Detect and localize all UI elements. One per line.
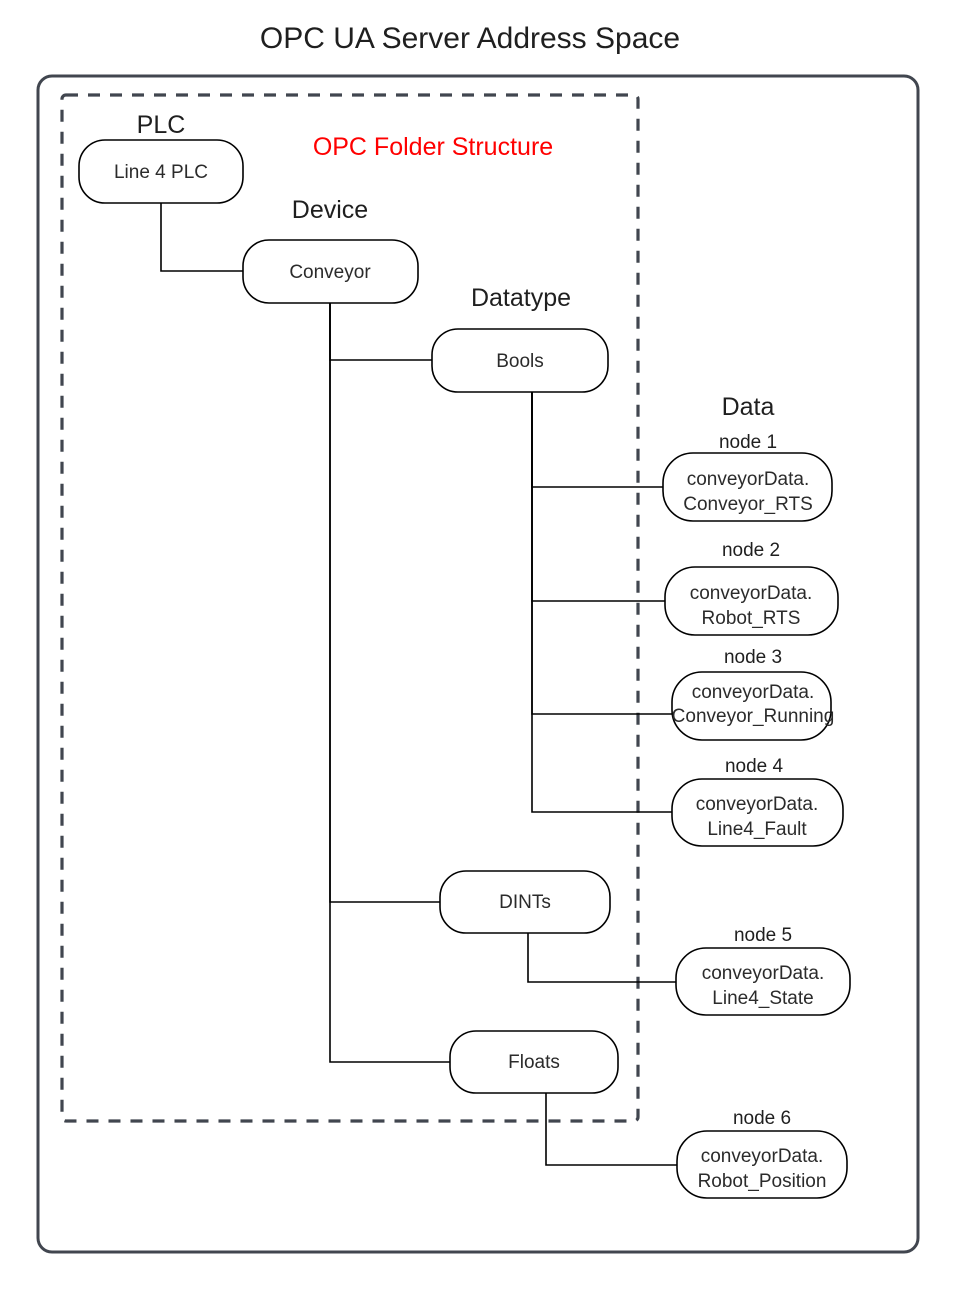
data-node-5-caption: node 5 xyxy=(734,925,792,946)
data-node-2-shape[interactable] xyxy=(664,566,839,636)
node-dints-label: DINTs xyxy=(499,892,551,913)
data-node-3[interactable]: node 3 conveyorData. Conveyor_Running xyxy=(671,647,835,741)
data-node-3-caption: node 3 xyxy=(724,647,782,668)
group-label-plc: PLC xyxy=(137,111,186,139)
data-node-1-line2: Conveyor_RTS xyxy=(683,494,813,515)
node-floats[interactable]: Floats xyxy=(449,1030,619,1094)
data-node-4-caption: node 4 xyxy=(725,756,784,777)
node-floats-label: Floats xyxy=(508,1052,560,1073)
node-line-4-plc-label: Line 4 PLC xyxy=(114,162,208,183)
data-node-1-caption: node 1 xyxy=(719,432,777,453)
data-node-5[interactable]: node 5 conveyorData. Line4_State xyxy=(675,925,851,1016)
data-node-6[interactable]: node 6 conveyorData. Robot_Position xyxy=(676,1108,848,1199)
data-node-4[interactable]: node 4 conveyorData. Line4_Fault xyxy=(671,756,844,847)
data-node-2[interactable]: node 2 conveyorData. Robot_RTS xyxy=(664,540,839,636)
data-node-5-line1: conveyorData. xyxy=(702,963,825,984)
data-node-1-line1: conveyorData. xyxy=(687,469,810,490)
node-dints-shape[interactable] xyxy=(439,870,611,934)
data-node-4-shape[interactable] xyxy=(671,778,844,847)
link-dints-to-node-5 xyxy=(527,933,676,983)
data-node-2-line2: Robot_RTS xyxy=(702,608,801,629)
node-bools-label: Bools xyxy=(496,351,544,372)
node-bools[interactable]: Bools xyxy=(431,328,609,393)
data-node-5-shape[interactable] xyxy=(675,947,851,1016)
node-conveyor-label: Conveyor xyxy=(289,262,371,283)
link-floats-to-node-6 xyxy=(545,1093,677,1166)
data-node-3-shape[interactable] xyxy=(671,671,832,741)
group-label-datatype: Datatype xyxy=(471,284,571,312)
opc-folder-structure-label: OPC Folder Structure xyxy=(313,133,553,161)
data-node-1-shape[interactable] xyxy=(662,452,833,522)
link-plc-to-conveyor xyxy=(160,203,243,272)
data-node-3-line2: Conveyor_Running xyxy=(672,706,835,727)
opc-folder-structure-boundary xyxy=(60,93,640,1123)
node-bools-shape[interactable] xyxy=(431,328,609,393)
link-bools-to-node-4 xyxy=(531,392,672,813)
data-node-6-shape[interactable] xyxy=(676,1130,848,1199)
data-node-1[interactable]: node 1 conveyorData. Conveyor_RTS xyxy=(662,432,833,522)
node-conveyor-shape[interactable] xyxy=(242,239,419,304)
data-node-6-caption: node 6 xyxy=(733,1108,791,1129)
node-line-4-plc-shape[interactable] xyxy=(78,139,244,204)
node-conveyor[interactable]: Conveyor xyxy=(242,239,419,304)
data-node-4-line2: Line4_Fault xyxy=(707,819,807,840)
data-node-2-caption: node 2 xyxy=(722,540,780,561)
group-label-data: Data xyxy=(722,393,775,421)
group-label-device: Device xyxy=(292,196,368,224)
node-floats-shape[interactable] xyxy=(449,1030,619,1094)
data-node-3-line1: conveyorData. xyxy=(692,682,815,703)
data-node-2-line1: conveyorData. xyxy=(690,583,813,604)
data-node-6-line2: Robot_Position xyxy=(698,1171,827,1192)
node-line-4-plc[interactable]: Line 4 PLC xyxy=(78,139,244,204)
data-node-5-line2: Line4_State xyxy=(712,988,813,1009)
data-node-4-line1: conveyorData. xyxy=(696,794,819,815)
link-conveyor-to-floats xyxy=(329,302,450,1063)
page-title: OPC UA Server Address Space xyxy=(260,22,680,55)
data-node-6-line1: conveyorData. xyxy=(701,1146,824,1167)
node-dints[interactable]: DINTs xyxy=(439,870,611,934)
